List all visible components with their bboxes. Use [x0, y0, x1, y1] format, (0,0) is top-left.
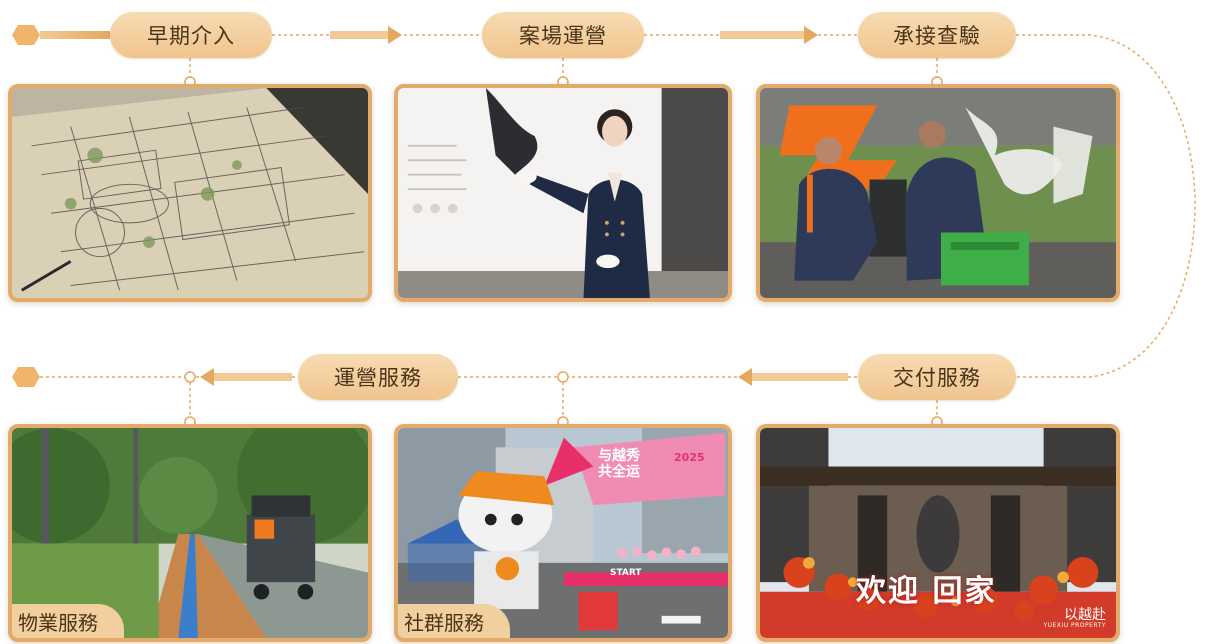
- welcome-home-sign: 欢迎 回家: [856, 574, 997, 609]
- blueprint-image: [12, 88, 368, 298]
- arrow-left-icon: [738, 368, 752, 386]
- caption-community-service: 社群服務: [398, 604, 510, 638]
- banner-year: 2025: [674, 451, 705, 464]
- photo-community-service: 与越秀 共全运 2025 START 社群服務: [394, 424, 732, 642]
- arrow-left-icon: [200, 368, 214, 386]
- community-service-image: [398, 428, 728, 638]
- property-service-image: [12, 428, 368, 638]
- stage-delivery-service: 交付服務: [858, 354, 1016, 400]
- photo-property-service: 物業服務: [8, 424, 372, 642]
- stage-operation-service: 運營服務: [298, 354, 458, 400]
- caption-property-service: 物業服務: [12, 604, 124, 638]
- stage-early-intervention: 早期介入: [110, 12, 272, 58]
- arrow-right-icon: [388, 26, 402, 44]
- sales-office-image: [398, 88, 728, 298]
- inspection-image: [760, 88, 1116, 298]
- start-hexagon-top: [12, 25, 40, 45]
- delivery-image: [760, 428, 1116, 638]
- photo-blueprint: [8, 84, 372, 302]
- photo-handover-inspection: [756, 84, 1120, 302]
- photo-delivery-service: 欢迎 回家 以越赴 YUEXIU PROPERTY: [756, 424, 1120, 642]
- stage-handover-inspection: 承接查驗: [858, 12, 1016, 58]
- start-banner: START: [610, 568, 642, 578]
- photo-sales-office: [394, 84, 732, 302]
- start-hexagon-bottom: [12, 367, 40, 387]
- arrow-right-icon: [804, 26, 818, 44]
- brand-logo-text: 以越赴 YUEXIU PROPERTY: [1043, 607, 1106, 630]
- banner-slogan: 与越秀 共全运: [598, 448, 640, 481]
- stage-sales-office-operation: 案場運營: [482, 12, 644, 58]
